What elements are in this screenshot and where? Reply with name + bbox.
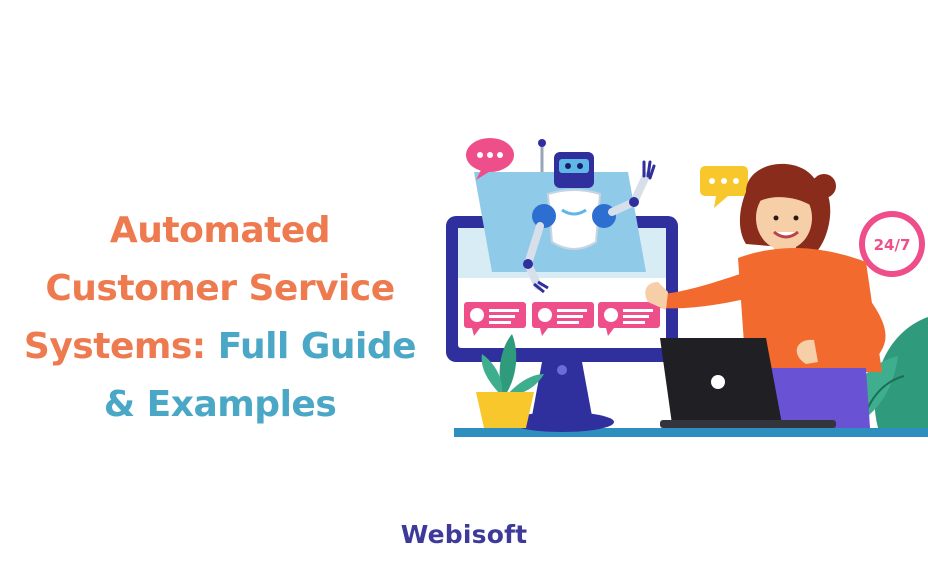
floor-line (454, 428, 928, 437)
support-agent-person (645, 163, 886, 428)
chat-message-2 (532, 302, 594, 336)
robot-icon (523, 139, 656, 294)
page-title: Automated Customer Service Systems: Full… (0, 202, 440, 434)
chat-messages (464, 302, 660, 336)
chat-message-3 (598, 302, 660, 336)
title-line-3-orange: Systems: (23, 326, 218, 368)
chat-bubble-yellow-icon (700, 166, 748, 208)
title-line-4: & Examples (103, 384, 337, 426)
brand-logo-text: Webisoft (400, 520, 528, 549)
clock-24-7-icon: 24/7 (859, 211, 925, 277)
chat-message-1 (464, 302, 526, 336)
customer-service-illustration: 24/7 (446, 138, 928, 437)
title-line-1: Automated (109, 210, 331, 252)
laptop (660, 338, 836, 428)
clock-label: 24/7 (874, 236, 911, 254)
title-line-3-blue: Full Guide (217, 326, 417, 368)
potted-plant (476, 334, 544, 428)
chat-bubble-pink-icon (466, 138, 514, 180)
title-line-3: Systems: Full Guide (0, 318, 440, 376)
title-line-2: Customer Service (45, 268, 395, 310)
